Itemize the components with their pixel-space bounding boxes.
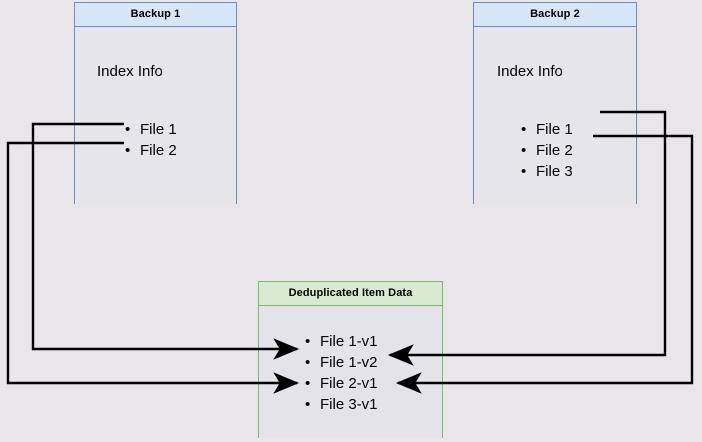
backup-1-index-label: Index Info: [97, 63, 163, 80]
backup-2-file-item: File 2: [519, 140, 573, 161]
backup-2-node: Backup 2 Index Info File 1 File 2 File 3: [473, 2, 637, 204]
backup-2-file-list: File 1 File 2 File 3: [519, 119, 573, 182]
dedup-item: File 1-v1: [303, 331, 378, 352]
backup-2-file-item: File 1: [519, 119, 573, 140]
backup-2-index-label: Index Info: [497, 63, 563, 80]
deduplicated-item-data-body: File 1-v1 File 1-v2 File 2-v1 File 3-v1: [259, 306, 442, 438]
dedup-item: File 2-v1: [303, 373, 378, 394]
deduplicated-item-data-title: Deduplicated Item Data: [259, 282, 442, 306]
backup-2-body: Index Info File 1 File 2 File 3: [474, 27, 636, 204]
dedup-item: File 3-v1: [303, 394, 378, 415]
dedup-item-list: File 1-v1 File 1-v2 File 2-v1 File 3-v1: [303, 331, 378, 415]
backup-2-file-item: File 3: [519, 161, 573, 182]
backup-1-node: Backup 1 Index Info File 1 File 2: [74, 2, 237, 204]
backup-2-title: Backup 2: [474, 3, 636, 27]
deduplicated-item-data-node: Deduplicated Item Data File 1-v1 File 1-…: [258, 281, 443, 438]
backup-1-file-list: File 1 File 2: [123, 119, 177, 161]
backup-1-title: Backup 1: [75, 3, 236, 27]
dedup-item: File 1-v2: [303, 352, 378, 373]
backup-1-file-item: File 2: [123, 140, 177, 161]
backup-1-body: Index Info File 1 File 2: [75, 27, 236, 204]
backup-1-file-item: File 1: [123, 119, 177, 140]
